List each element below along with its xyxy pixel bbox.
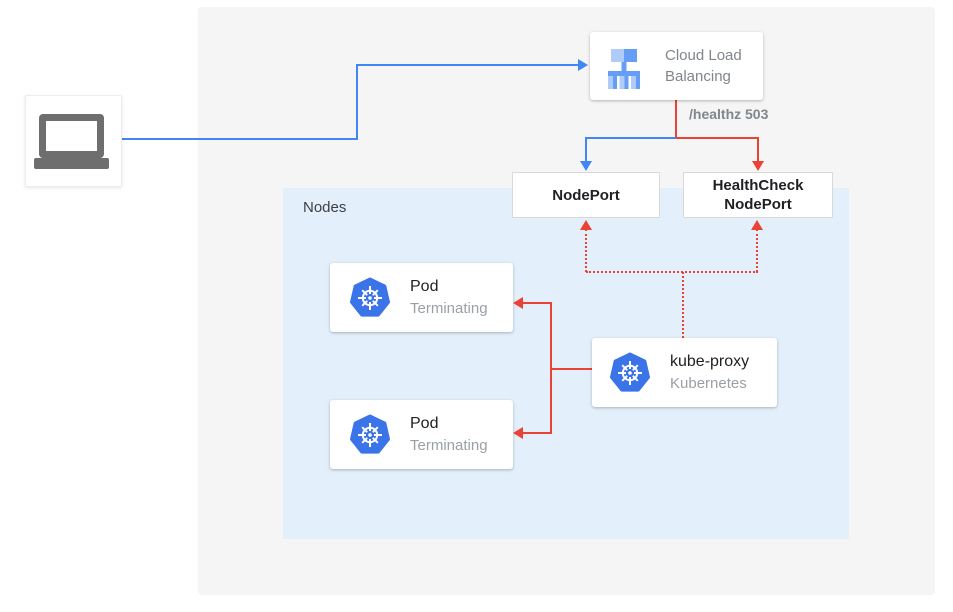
edge-to-healthcheck-vertical [757, 137, 759, 162]
edge-clb-down-vertical [675, 100, 677, 138]
kube-proxy-subtitle: Kubernetes [670, 375, 747, 392]
nodeport-label: NodePort [552, 186, 620, 204]
edge-to-nodeport-vertical [585, 137, 587, 162]
arrowhead-into-pod-bottom [513, 427, 523, 439]
edge-to-pod-top [523, 302, 551, 304]
healthcheck-nodeport-node: HealthCheck NodePort [683, 172, 833, 218]
edge-kubeproxy-dotted-horizontal [586, 271, 758, 273]
edge-dotted-to-nodeport [585, 229, 587, 272]
edge-client-to-clb-horizontal [120, 138, 357, 140]
cloud-load-balancing-node: Cloud Load Balancing [590, 32, 763, 100]
pod-top-node: Pod Terminating [330, 263, 513, 332]
client-node [25, 95, 122, 187]
edge-client-to-clb-top [356, 64, 578, 66]
edge-kubeproxy-dotted-up [682, 272, 684, 338]
healthz-503-label: /healthz 503 [689, 106, 769, 122]
arrowhead-dotted-into-nodeport [580, 220, 592, 230]
arrowhead-into-clb [578, 59, 588, 71]
kube-proxy-title: kube-proxy [670, 353, 750, 370]
laptop-icon [39, 114, 104, 158]
nodes-group-label: Nodes [303, 199, 347, 216]
arrowhead-into-nodeport [580, 161, 592, 171]
kube-proxy-node: kube-proxy Kubernetes [592, 338, 777, 407]
edge-client-to-clb-vertical [356, 64, 358, 140]
edge-to-nodeport-horizontal [586, 137, 676, 139]
arrowhead-into-healthcheck [752, 161, 764, 171]
cloud-load-balancing-icon [608, 49, 640, 89]
kubernetes-icon [609, 352, 651, 392]
kubernetes-icon [349, 414, 391, 454]
pod-top-title: Pod [410, 278, 439, 295]
pod-bottom-status: Terminating [410, 437, 488, 454]
pod-bottom-node: Pod Terminating [330, 400, 513, 469]
arrowhead-dotted-into-healthcheck [751, 220, 763, 230]
laptop-icon-base [34, 158, 109, 169]
healthcheck-nodeport-label-line2: NodePort [724, 196, 792, 213]
edge-to-healthcheck-horizontal [676, 137, 758, 139]
pod-top-status: Terminating [410, 300, 488, 317]
kubernetes-icon [349, 277, 391, 317]
edge-to-pod-bottom [523, 432, 551, 434]
clb-label-line2: Balancing [665, 68, 731, 85]
edge-kubeproxy-left [551, 368, 593, 370]
clb-label-line1: Cloud Load [665, 47, 742, 64]
edge-dotted-to-healthcheck [756, 229, 758, 272]
pod-bottom-title: Pod [410, 415, 439, 432]
healthcheck-nodeport-label-line1: HealthCheck [712, 177, 804, 194]
edge-pods-vertical [550, 302, 552, 434]
arrowhead-into-pod-top [513, 297, 523, 309]
nodeport-node: NodePort [512, 172, 660, 218]
